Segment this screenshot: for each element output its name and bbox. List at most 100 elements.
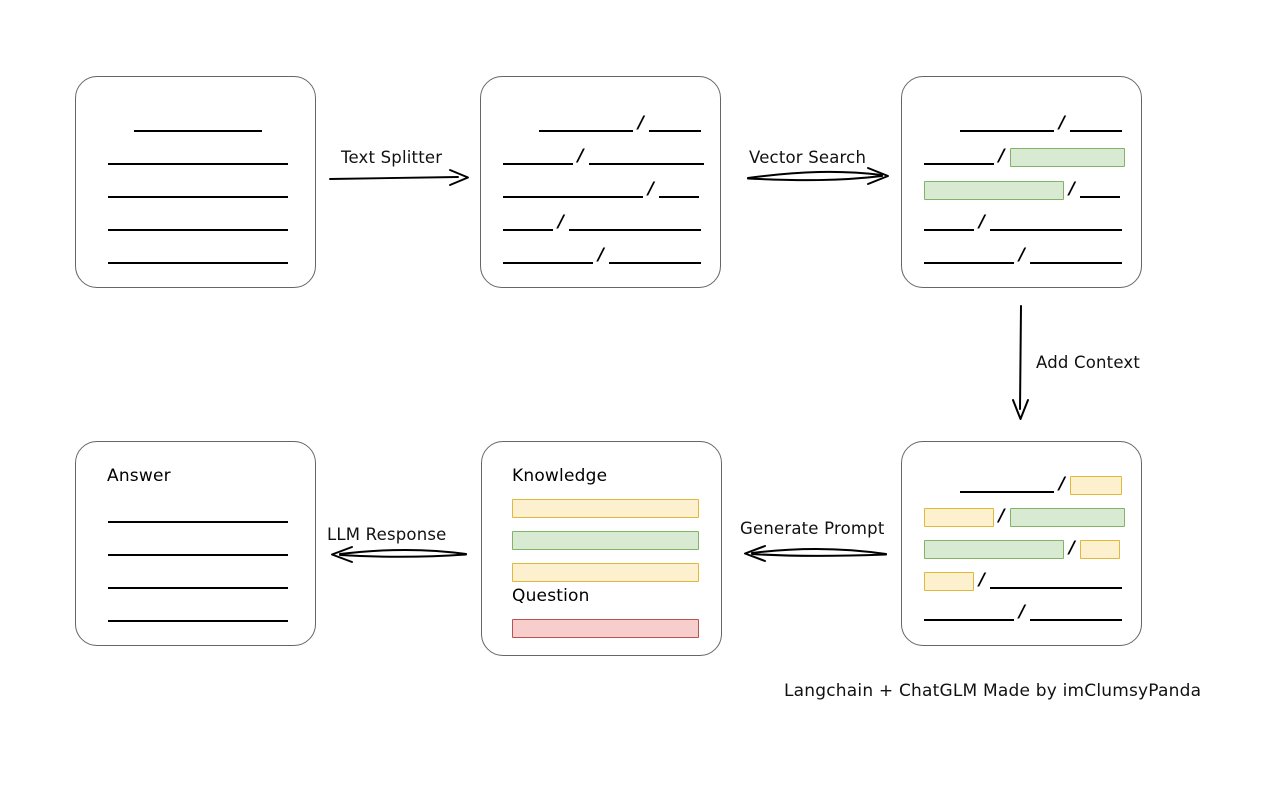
chunk-separator-slash: / [1068,178,1076,199]
arrow-generate-prompt [744,545,887,562]
context-chunk-highlight [1070,476,1122,495]
chunk-separator-slash: / [577,145,584,166]
footer-credit: Langchain + ChatGLM Made by imClumsyPand… [784,681,1202,701]
text-rule-segment [588,146,705,168]
document-line: / [924,538,1125,560]
edge-label-text-splitter: Text Splitter [341,148,443,167]
text-rule-segment [924,602,1014,624]
prompt-bar-green-2 [512,531,699,550]
document-line: / [503,212,704,234]
arrow-llm-response [331,546,467,563]
text-rule-segment [1080,179,1120,201]
prompt-section-heading-2: Question [512,586,590,606]
chunk-separator-slash: / [637,112,645,133]
node-context-added-chunks[interactable]: / / / / / [901,441,1142,646]
text-rule-segment [1070,113,1122,135]
text-rule-segment [924,245,1014,267]
line-indent-spacer [108,113,134,135]
chunk-separator-slash: / [1058,473,1066,494]
edge-label-vector-search: Vector Search [749,148,867,167]
chunk-separator-slash: / [1018,601,1026,622]
text-rule-segment [609,245,701,267]
chunk-separator-slash: / [1068,537,1076,558]
document-line [108,245,289,267]
matched-chunk-highlight [924,181,1064,200]
chunk-separator-slash: / [1018,244,1026,265]
text-rule-segment [990,570,1122,592]
text-rule-segment [503,245,593,267]
document-line: / [924,602,1125,624]
document-line: / [924,179,1125,201]
chunk-separator-slash: / [998,505,1005,526]
document-line: / [924,212,1125,234]
document-line [108,179,289,201]
node-source-document[interactable] [75,76,316,288]
arrow-add-context [1012,305,1029,420]
text-rule-segment [569,212,701,234]
edge-label-llm-response: LLM Response [327,525,447,544]
text-rule-segment [960,113,1054,135]
document-line [108,603,289,625]
context-chunk-highlight [924,508,994,527]
prompt-bar-yellow-3 [512,563,699,582]
document-line: / [503,145,705,168]
line-indent-spacer [924,474,960,496]
text-rule-segment [503,146,573,168]
text-rule-segment [108,570,288,592]
document-line: / [924,245,1125,267]
node-split-chunks[interactable]: / / / / / [480,76,721,288]
document-line: / [503,113,704,135]
text-rule-segment [108,504,288,526]
text-rule-segment [108,179,288,201]
chunk-separator-slash: / [597,244,605,265]
node-vector-matched-chunks[interactable]: / / / / / [901,76,1142,288]
text-rule-segment [108,537,288,559]
text-rule-segment [108,212,288,234]
text-rule-segment [134,113,262,135]
document-line [108,146,289,168]
document-line [108,504,289,526]
text-rule-segment [108,245,288,267]
text-rule-segment [1030,245,1122,267]
document-line: / [503,179,704,201]
text-rule-segment [108,146,288,168]
matched-chunk-highlight [1009,508,1125,527]
text-rule-segment [539,113,633,135]
chunk-separator-slash: / [647,178,655,199]
document-line [108,537,289,559]
edge-label-add-context: Add Context [1036,353,1141,372]
arrow-vector-search [747,167,889,185]
text-rule-segment [108,603,288,625]
document-line: / [924,113,1125,135]
chunk-separator-slash: / [1058,112,1066,133]
document-line: / [924,474,1125,496]
text-rule-segment [503,212,553,234]
text-rule-segment [924,146,994,168]
chunk-separator-slash: / [998,145,1005,166]
text-rule-segment [659,179,699,201]
document-line: / [924,506,1125,528]
arrow-text-splitter [329,169,469,186]
context-chunk-highlight [1080,540,1120,559]
document-line [108,212,289,234]
chunk-separator-slash: / [557,211,565,232]
prompt-bar-yellow-1 [512,499,699,518]
chunk-separator-slash: / [978,569,986,590]
document-line: / [924,570,1125,592]
chunk-separator-slash: / [978,211,986,232]
text-rule-segment [1030,602,1122,624]
text-rule-segment [924,212,974,234]
document-line: / [503,245,704,267]
prompt-bar-red-4 [512,619,699,638]
node-answer[interactable]: Answer [75,441,316,646]
context-chunk-highlight [924,572,974,591]
text-rule-segment [649,113,701,135]
text-rule-segment [503,179,643,201]
text-rule-segment [990,212,1122,234]
text-rule-segment [960,474,1054,496]
prompt-section-heading-1: Knowledge [512,466,608,486]
edge-label-generate-prompt: Generate Prompt [740,519,885,538]
